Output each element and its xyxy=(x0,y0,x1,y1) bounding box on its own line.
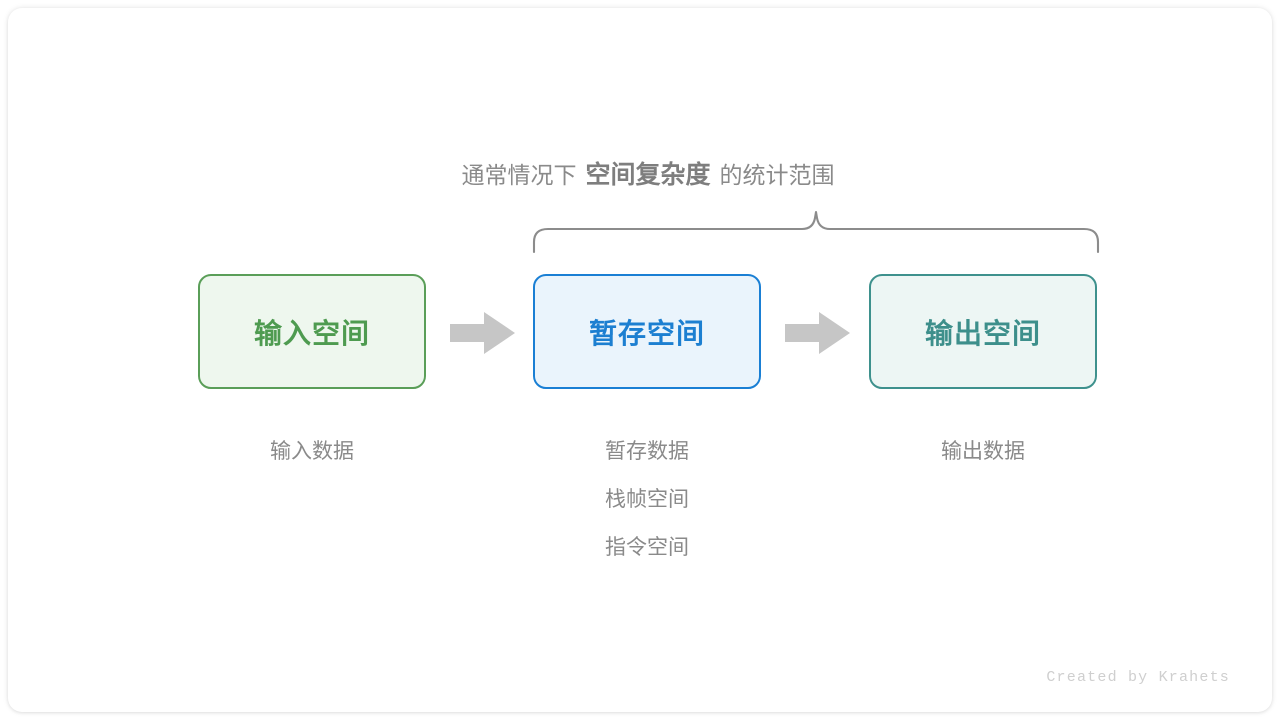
heading-prefix: 通常情况下 xyxy=(461,162,577,188)
footer-credit: Created by Krahets xyxy=(1046,669,1230,686)
caption-line: 输出数据 xyxy=(941,440,1025,463)
captions-row: 输入数据 暂存数据 栈帧空间 指令空间 输出数据 xyxy=(8,428,1280,578)
box-input-space[interactable]: 输入空间 xyxy=(198,274,426,389)
diagram-heading: 通常情况下空间复杂度的统计范围 xyxy=(8,158,1280,192)
captions-temp: 暂存数据 栈帧空间 指令空间 xyxy=(533,428,761,572)
captions-input: 输入数据 xyxy=(198,428,426,476)
box-input-space-label: 输入空间 xyxy=(253,317,370,349)
caption-line: 指令空间 xyxy=(605,536,689,559)
box-output-space-label: 输出空间 xyxy=(924,317,1041,349)
scope-brace xyxy=(532,210,1100,254)
caption-line: 栈帧空间 xyxy=(605,488,689,511)
space-boxes-row: 输入空间 暂存空间 输出空间 xyxy=(8,274,1280,389)
heading-suffix: 的统计范围 xyxy=(719,162,835,188)
box-output-space[interactable]: 输出空间 xyxy=(869,274,1097,389)
caption-line: 输入数据 xyxy=(270,440,354,463)
heading-emphasis: 空间复杂度 xyxy=(585,161,711,189)
diagram-card: 通常情况下空间复杂度的统计范围 输入空间 暂存空间 输出空间 xyxy=(8,8,1272,712)
captions-output: 输出数据 xyxy=(869,428,1097,476)
arrow-right-icon xyxy=(785,312,850,354)
caption-line: 暂存数据 xyxy=(605,440,689,463)
box-temp-space-label: 暂存空间 xyxy=(588,317,705,349)
box-temp-space[interactable]: 暂存空间 xyxy=(533,274,761,389)
arrow-right-icon xyxy=(450,312,515,354)
